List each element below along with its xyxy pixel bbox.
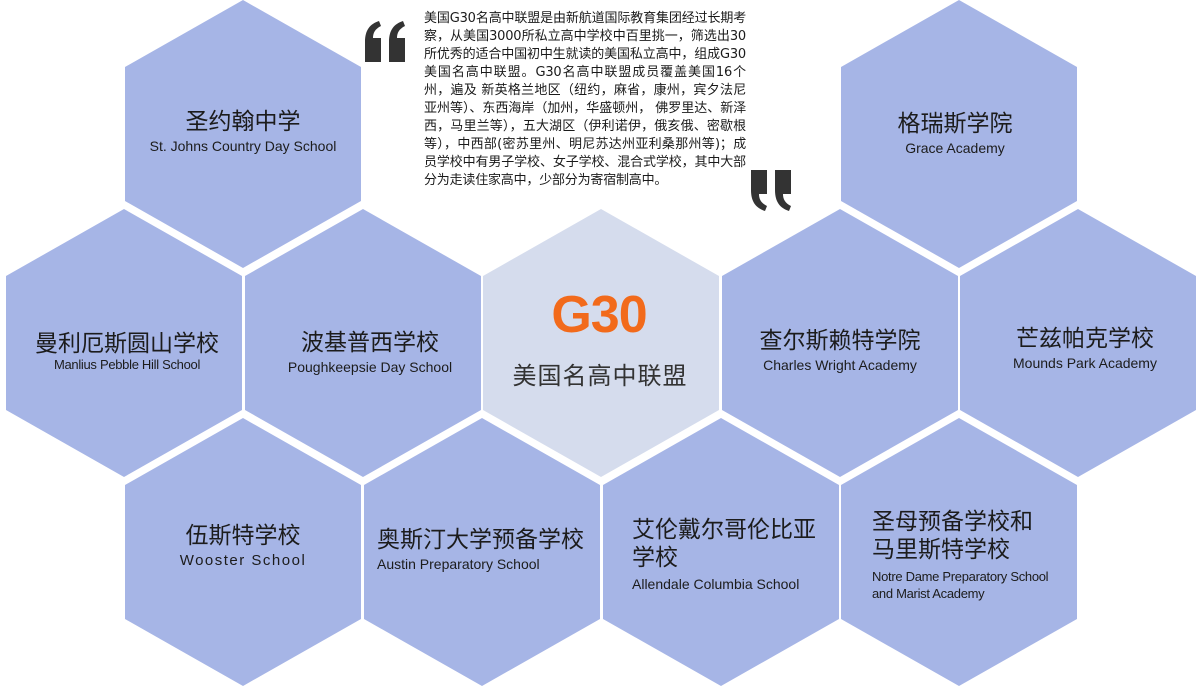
school-name-cn-line1: 圣母预备学校和 xyxy=(872,509,1033,535)
school-label-mounds-park: 芒兹帕克学校 Mounds Park Academy xyxy=(960,325,1200,372)
school-name-en: Charles Wright Academy xyxy=(763,357,917,373)
center-g30-hex xyxy=(483,209,719,477)
school-label-wooster: 伍斯特学校 Wooster School xyxy=(125,522,361,569)
school-label-poughkeepsie: 波基普西学校 Poughkeepsie Day School xyxy=(245,329,495,376)
school-label-notre-dame: 圣母预备学校和 马里斯特学校 Notre Dame Preparatory Sc… xyxy=(872,508,1072,602)
g30-logo: G30 xyxy=(551,290,647,338)
school-name-cn-line1: 艾伦戴尔哥伦比亚 xyxy=(632,517,816,543)
school-label-grace: 格瑞斯学院 Grace Academy xyxy=(841,110,1069,157)
school-name-en: Grace Academy xyxy=(905,140,1005,156)
school-name-en: Mounds Park Academy xyxy=(1013,355,1157,371)
school-name-cn: 圣约翰中学 xyxy=(185,109,301,135)
school-name-cn: 芒兹帕克学校 xyxy=(1016,326,1154,352)
school-name-en: Poughkeepsie Day School xyxy=(287,359,453,375)
school-name-cn: 曼利厄斯圆山学校 xyxy=(35,331,219,357)
school-label-austin: 奥斯汀大学预备学校 Austin Preparatory School xyxy=(377,526,597,573)
school-name-cn: 格瑞斯学院 xyxy=(897,111,1013,137)
school-name-en: Austin Preparatory School xyxy=(377,556,540,572)
school-name-cn: 查尔斯赖特学院 xyxy=(759,328,921,354)
open-quote-icon xyxy=(365,21,405,62)
school-label-charles-wright: 查尔斯赖特学院 Charles Wright Academy xyxy=(722,327,958,374)
school-label-allendale: 艾伦戴尔哥伦比亚 学校 Allendale Columbia School xyxy=(632,516,832,593)
school-name-cn-line2: 马里斯特学校 xyxy=(872,537,1010,563)
center-subtitle: 美国名高中联盟 xyxy=(512,362,688,390)
school-name-cn: 伍斯特学校 xyxy=(185,523,301,549)
school-name-en: St. Johns Country Day School xyxy=(149,138,337,154)
school-name-en: Allendale Columbia School xyxy=(632,576,800,592)
school-name-cn: 波基普西学校 xyxy=(301,330,439,356)
school-name-en-line2: and Marist Academy xyxy=(872,586,985,601)
g30-logo-text: G30 xyxy=(551,290,646,338)
school-name-cn-line2: 学校 xyxy=(632,545,678,571)
school-label-st-johns: 圣约翰中学 St. Johns Country Day School xyxy=(125,108,361,155)
school-name-cn: 奥斯汀大学预备学校 xyxy=(377,527,584,553)
school-name-en: Manlius Pebble Hill School xyxy=(53,357,201,372)
school-name-en: Wooster School xyxy=(179,552,307,569)
intro-paragraph: 美国G30名高中联盟是由新航道国际教育集团经过长期考察，从美国3000所私立高中… xyxy=(424,11,746,188)
close-quote-icon xyxy=(751,170,791,211)
school-name-en-line1: Notre Dame Preparatory School xyxy=(872,569,1049,584)
school-label-manlius: 曼利厄斯圆山学校 Manlius Pebble Hill School xyxy=(6,330,248,373)
